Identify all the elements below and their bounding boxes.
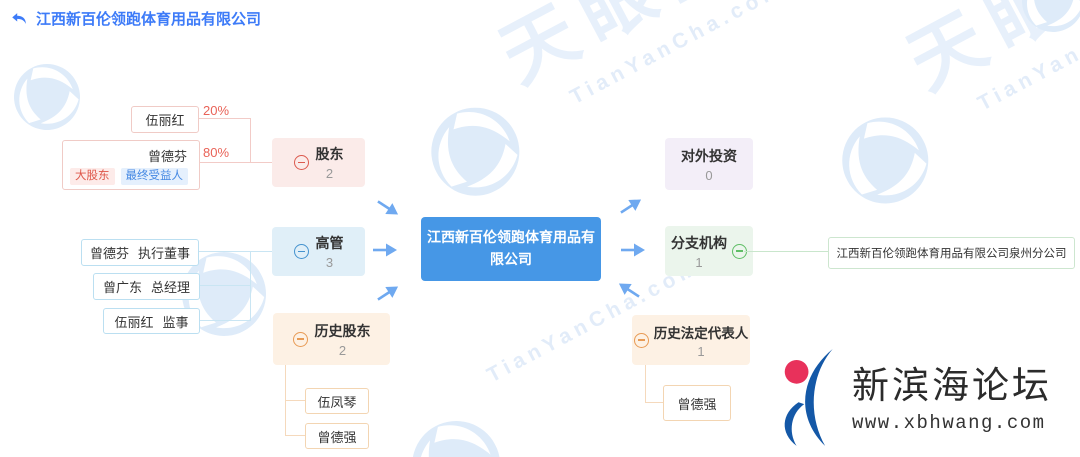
- tianyancha-swirl-icon: [842, 117, 929, 204]
- node-label: 股东: [315, 146, 344, 162]
- company-name: 江西新百伦领跑体育用品有限公司: [427, 229, 595, 267]
- node-history-shareholders[interactable]: 历史股东 2: [273, 313, 390, 365]
- node-shareholders[interactable]: 股东 2: [272, 138, 365, 187]
- page-title: 江西新百伦领跑体育用品有限公司: [36, 11, 262, 28]
- shareholder-item[interactable]: 伍丽红: [131, 106, 199, 133]
- node-count: 0: [705, 167, 713, 183]
- branch-company-name: 江西新百伦领跑体育用品有限公司泉州分公司: [836, 248, 1067, 260]
- node-history-legal-rep[interactable]: 历史法定代表人 1: [632, 315, 750, 365]
- person-name: 曾德芬: [147, 149, 187, 164]
- connector-line: [744, 251, 828, 252]
- center-company-node[interactable]: 江西新百伦领跑体育用品有限公司: [421, 217, 601, 281]
- executive-item[interactable]: 伍丽红 监事: [103, 308, 200, 334]
- footer-logo-url: www.xbhwang.com: [852, 412, 1046, 434]
- connector-line: [645, 365, 646, 402]
- tianyancha-swirl-icon: [14, 64, 81, 131]
- share-percent: 80%: [203, 145, 230, 160]
- connector-line: [250, 118, 251, 163]
- watermark: [1011, 0, 1080, 43]
- footer-logo-title: 新滨海论坛: [852, 365, 1052, 406]
- history-legal-rep-item[interactable]: 曾德强: [663, 385, 731, 421]
- xbhwang-logo-icon: [784, 349, 833, 446]
- connector-line: [197, 320, 250, 321]
- node-label: 历史股东: [314, 322, 371, 339]
- collapse-minus-icon[interactable]: [292, 331, 308, 347]
- connector-line: [197, 251, 272, 252]
- person-role: 总经理: [151, 280, 191, 295]
- tianyancha-swirl-icon: [412, 420, 501, 457]
- shareholder-item[interactable]: 曾德芬 大股东 最终受益人: [62, 140, 200, 190]
- major-shareholder-badge: 大股东: [70, 168, 115, 185]
- connector-line: [645, 402, 663, 403]
- edge-arrow: [373, 243, 397, 257]
- collapse-minus-icon[interactable]: [293, 244, 309, 259]
- connector-line: [197, 285, 250, 286]
- node-count: 2: [325, 166, 334, 181]
- watermark-text-cn: 天眼查: [479, 0, 775, 104]
- person-role: 监事: [162, 314, 189, 330]
- branch-company-item[interactable]: 江西新百伦领跑体育用品有限公司泉州分公司: [828, 237, 1075, 269]
- back-arrow-icon[interactable]: [10, 10, 28, 28]
- edge-arrow: [377, 286, 399, 301]
- node-label: 高管: [315, 235, 344, 251]
- node-outbound-investment[interactable]: 对外投资 0: [665, 138, 753, 190]
- edge-arrow: [618, 283, 640, 298]
- node-count: 2: [338, 342, 347, 358]
- executive-item[interactable]: 曾德芬 执行董事: [81, 239, 199, 266]
- watermark-text-en: TianYanCha.com: [974, 0, 1080, 116]
- person-name: 伍丽红: [145, 113, 185, 128]
- node-label: 分支机构: [671, 234, 727, 251]
- tianyancha-swirl-icon: [1022, 0, 1080, 33]
- person-name: 曾德强: [317, 429, 357, 445]
- node-label: 历史法定代表人: [653, 325, 749, 341]
- tianyancha-swirl-icon: [431, 107, 520, 196]
- edge-arrow: [620, 199, 642, 214]
- footer-logo: 新滨海论坛 www.xbhwang.com: [770, 347, 1052, 447]
- node-label: 对外投资: [681, 147, 737, 164]
- edge-arrow: [377, 200, 399, 215]
- connector-line: [197, 162, 272, 163]
- ultimate-beneficiary-badge: 最终受益人: [120, 168, 188, 185]
- watermark-text-en: TianYanCha.com: [566, 0, 789, 109]
- person-name: 曾广东: [102, 280, 142, 295]
- node-executives[interactable]: 高管 3: [272, 227, 365, 276]
- edge-arrow: [621, 243, 645, 257]
- node-count: 1: [697, 343, 705, 359]
- watermark: 天眼查 TianYanCha.com: [794, 0, 1080, 219]
- person-name: 伍凤琴: [317, 394, 357, 410]
- header: 江西新百伦领跑体育用品有限公司: [10, 8, 261, 29]
- collapse-minus-icon[interactable]: [633, 332, 649, 348]
- history-shareholder-item[interactable]: 曾德强: [305, 423, 369, 449]
- connector-line: [285, 435, 305, 436]
- watermark: [2, 52, 91, 141]
- share-percent: 20%: [203, 103, 230, 118]
- node-count: 1: [695, 254, 703, 270]
- collapse-minus-icon[interactable]: [293, 155, 309, 170]
- connector-line: [285, 400, 305, 401]
- executive-item[interactable]: 曾广东 总经理: [93, 273, 200, 300]
- connector-line: [250, 251, 251, 321]
- node-branches[interactable]: 分支机构 1: [665, 226, 753, 276]
- person-role: 执行董事: [138, 246, 191, 261]
- person-name: 伍丽红: [114, 314, 154, 330]
- watermark-text-cn: 天眼查: [895, 0, 1080, 106]
- history-shareholder-item[interactable]: 伍凤琴: [305, 388, 369, 414]
- connector-line: [197, 118, 250, 119]
- person-name: 曾德芬: [89, 246, 129, 261]
- person-name: 曾德强: [677, 396, 717, 412]
- node-count: 3: [325, 255, 334, 270]
